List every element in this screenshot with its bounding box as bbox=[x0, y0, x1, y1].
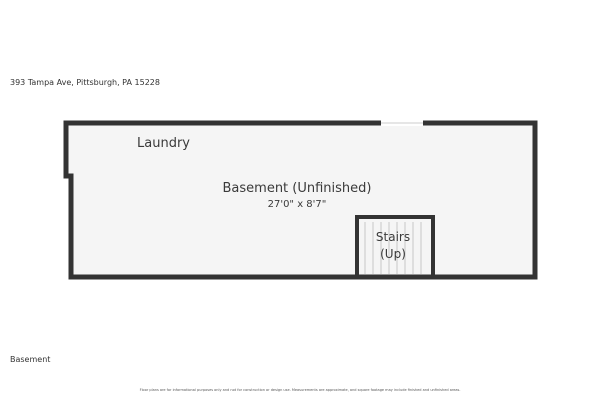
room-dimensions-basement: 27'0" x 8'7" bbox=[268, 199, 327, 210]
room-label-stairs-direction: (Up) bbox=[380, 247, 406, 261]
property-address: 393 Tampa Ave, Pittsburgh, PA 15228 bbox=[10, 78, 160, 87]
floor-area bbox=[66, 124, 535, 276]
room-label-laundry: Laundry bbox=[137, 136, 190, 151]
room-label-stairs: Stairs bbox=[376, 230, 410, 244]
floor-name-label: Basement bbox=[10, 355, 51, 364]
stairs-walls bbox=[355, 215, 435, 277]
disclaimer-text: Floor plans are for informational purpos… bbox=[139, 388, 461, 392]
exterior-walls bbox=[63, 120, 538, 280]
stairs-treads bbox=[364, 222, 422, 274]
room-label-basement: Basement (Unfinished) bbox=[223, 181, 372, 196]
